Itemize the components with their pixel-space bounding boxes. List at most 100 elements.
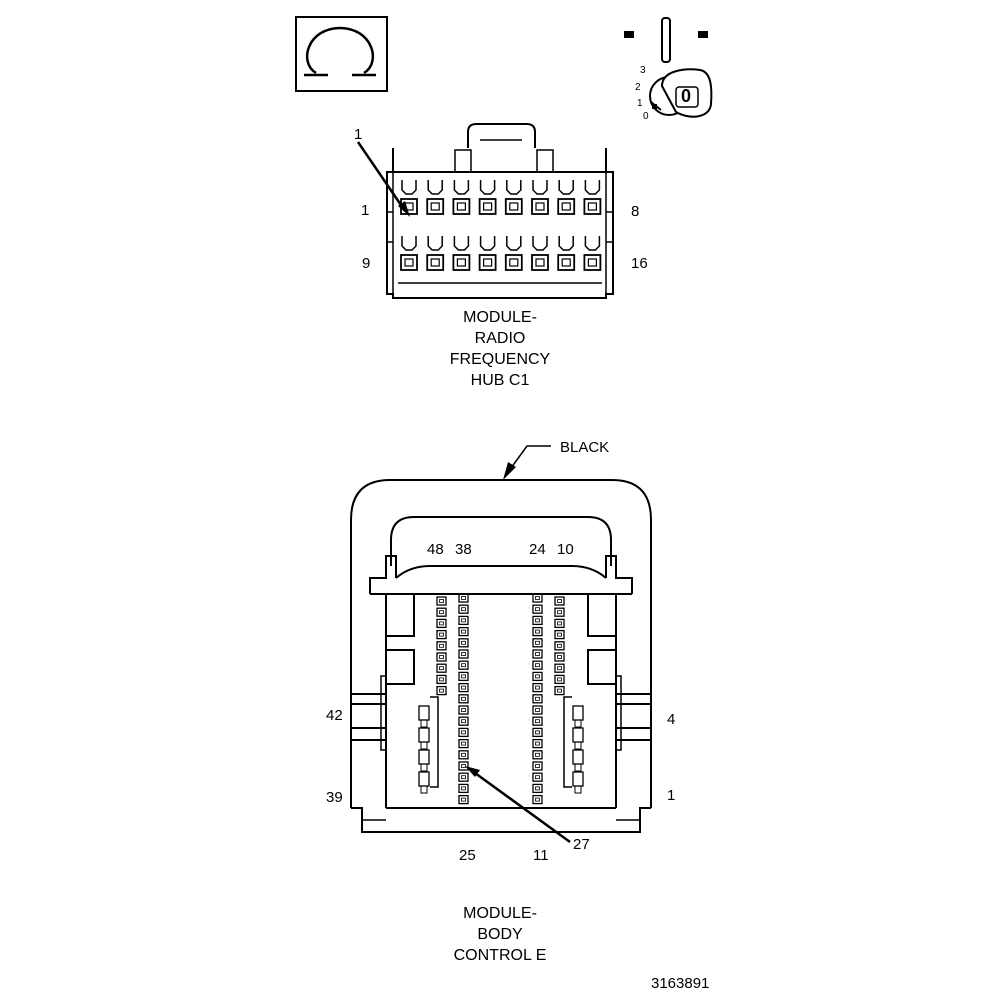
terminal-contact (456, 258, 466, 267)
terminal-contact (535, 596, 540, 600)
radio-title-line-4: HUB C1 (470, 372, 530, 389)
terminal-cavity (458, 772, 469, 782)
cavity-latch (506, 180, 522, 195)
ignition-position-2: 2 (635, 82, 641, 93)
terminal-contact (561, 202, 571, 211)
bcm-pin-4-label: 4 (667, 711, 676, 728)
terminal-cavity (458, 671, 469, 682)
terminal-cavity (504, 254, 523, 271)
terminal-contact (483, 258, 493, 267)
terminal-contact (535, 685, 540, 690)
bcm-pin-38-label: 38 (455, 541, 472, 558)
terminal-contact (420, 785, 428, 794)
terminal-contact (535, 629, 540, 634)
terminal-cavity (458, 794, 469, 805)
terminal-contact (535, 797, 540, 802)
figure-number: 3163891 (651, 975, 710, 992)
terminal-cavity (458, 761, 469, 771)
terminal-cavity (436, 685, 447, 696)
terminal-cavity (436, 663, 447, 673)
cavity-latch (427, 236, 443, 251)
terminal-cavity (458, 727, 469, 738)
cavity-latch (479, 180, 496, 195)
terminal-cavity (554, 641, 565, 651)
terminal-contact (439, 599, 444, 603)
radio-title-line-3: FREQUENCY (449, 351, 551, 368)
terminal-contact (461, 786, 466, 791)
terminal-cavity (554, 618, 565, 629)
terminal-contact (461, 607, 466, 612)
terminal-cavity (478, 198, 497, 215)
bcm-title-line-3: CONTROL E (453, 947, 547, 964)
terminal-cavity (532, 604, 543, 614)
terminal-contact (439, 666, 444, 671)
terminal-cavity (458, 694, 469, 704)
terminal-cavity (458, 750, 469, 760)
terminal-cavity (452, 254, 471, 271)
terminal-contact (557, 666, 562, 671)
terminal-contact (461, 596, 466, 600)
terminal-contact (557, 688, 562, 693)
terminal-cavity (532, 682, 543, 693)
terminal-contact (557, 643, 562, 648)
ohm-icon (295, 16, 388, 92)
terminal-contact (461, 719, 466, 724)
cavity-latch (532, 236, 548, 251)
radio-pin-8-label: 8 (631, 203, 640, 220)
terminal-contact (439, 677, 444, 682)
radio-pin-16-label: 16 (631, 255, 648, 272)
terminal-cavity (458, 615, 469, 626)
terminal-cavity (557, 198, 576, 215)
terminal-cavity (532, 794, 543, 805)
cavity-latch (558, 180, 574, 195)
terminal-cavity (572, 727, 584, 743)
terminal-contact (461, 618, 466, 623)
terminal-cavity (458, 738, 469, 749)
terminal-cavity (436, 607, 447, 617)
terminal-cavity (554, 596, 565, 606)
terminal-contact (509, 202, 519, 211)
terminal-contact (461, 629, 466, 634)
terminal-contact (587, 258, 598, 267)
terminal-cavity (583, 254, 602, 271)
terminal-cavity (458, 783, 469, 794)
terminal-contact (574, 785, 582, 794)
cavity-latch (558, 236, 574, 251)
terminal-cavity (532, 694, 543, 704)
terminal-contact (461, 752, 466, 757)
cavity-latch (427, 180, 443, 195)
radio-pin-1-label: 1 (361, 202, 370, 219)
terminal-contact (461, 764, 466, 768)
terminal-cavity (554, 607, 565, 617)
terminal-cavity (478, 254, 497, 271)
terminal-cavity (504, 198, 523, 215)
terminal-cavity (400, 254, 418, 271)
radio-callout-pin-label: 1 (354, 126, 363, 143)
terminal-cavity (452, 198, 471, 215)
terminal-cavity (436, 629, 447, 640)
terminal-contact (535, 786, 540, 791)
radio-connector-title: MODULE- RADIO FREQUENCY HUB C1 (400, 307, 600, 391)
terminal-cavity (583, 198, 602, 215)
terminal-cavity (531, 254, 549, 271)
terminal-cavity (458, 604, 469, 614)
terminal-cavity (418, 749, 430, 765)
terminal-cavity (532, 615, 543, 626)
terminal-contact (461, 797, 466, 802)
terminal-contact (461, 663, 466, 668)
terminal-contact (535, 640, 540, 645)
bcm-pin-39-label: 39 (326, 789, 343, 806)
terminal-contact (535, 652, 540, 656)
terminal-contact (574, 719, 582, 728)
terminal-cavity (554, 674, 565, 685)
terminal-cavity (458, 593, 469, 603)
terminal-contact (461, 775, 466, 780)
terminal-cavity (532, 649, 543, 659)
terminal-cavity (436, 674, 447, 685)
terminal-cavity (458, 626, 469, 637)
terminal-contact (574, 763, 582, 772)
bcm-connector (350, 445, 652, 844)
terminal-contact (430, 258, 440, 267)
cavity-latch (479, 236, 496, 251)
terminal-contact (574, 741, 582, 750)
